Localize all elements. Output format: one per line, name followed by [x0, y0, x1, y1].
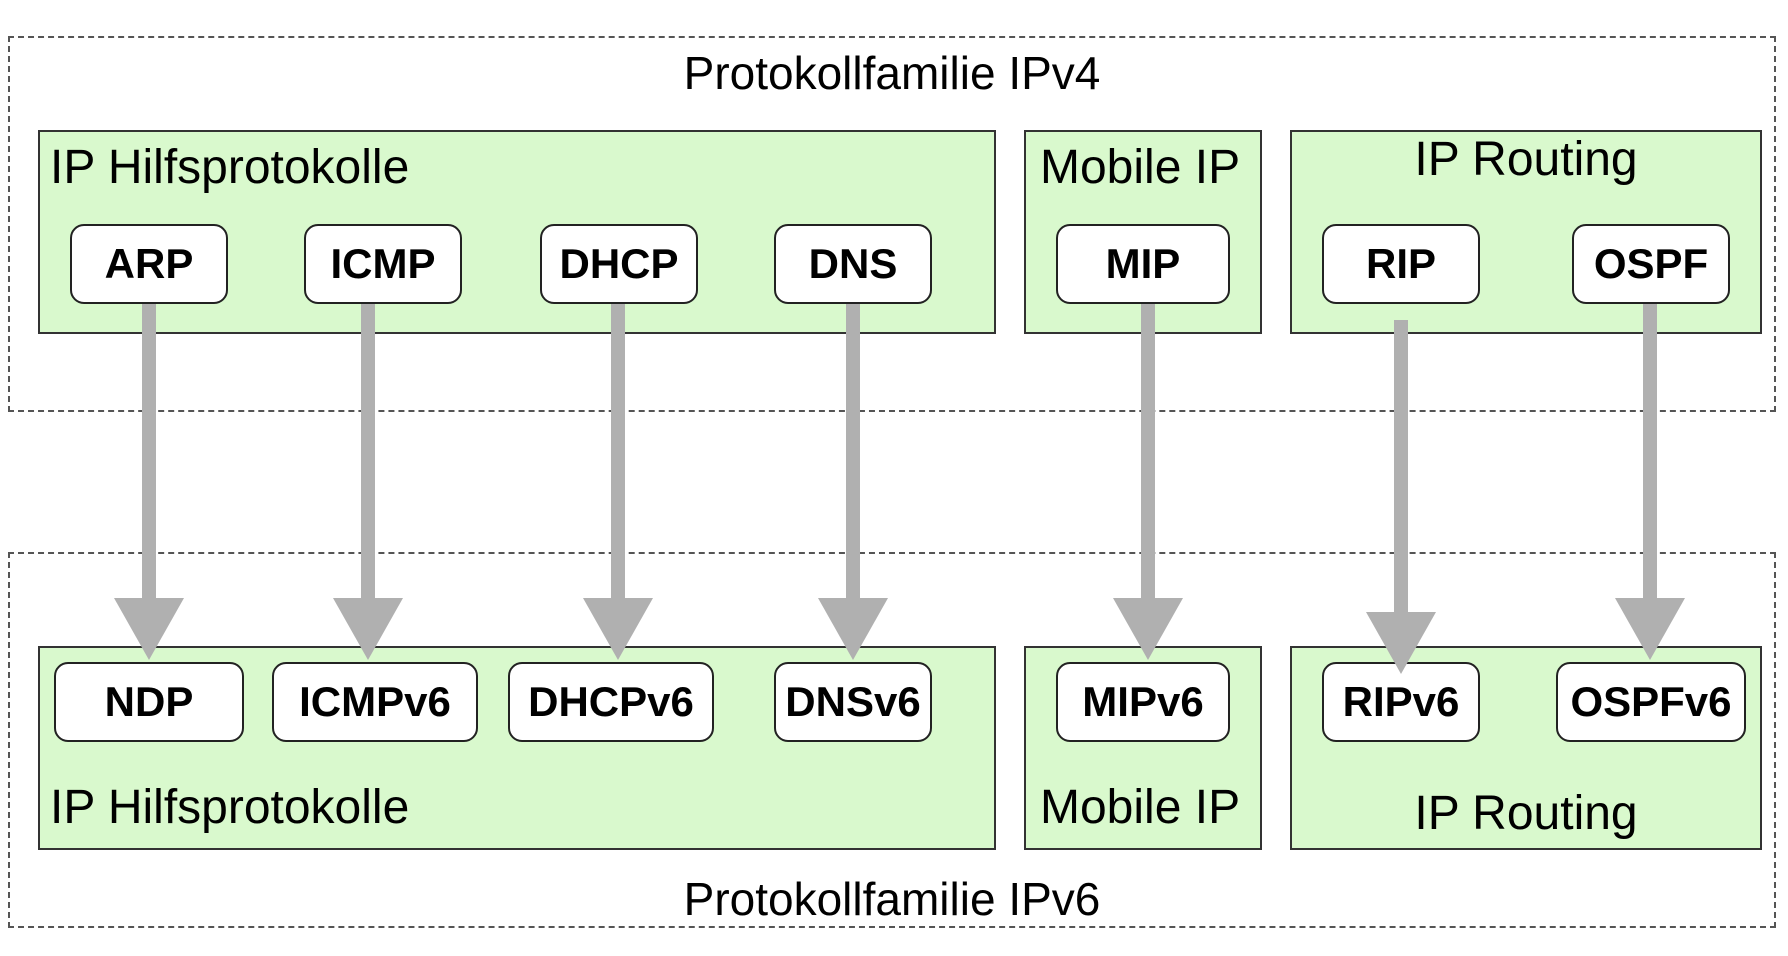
- ipv6-helper-group-title: IP Hilfsprotokolle: [50, 781, 410, 834]
- protocol-dns: DNS: [774, 224, 932, 304]
- protocol-mip: MIP: [1056, 224, 1230, 304]
- ipv6-family-container: Protokollfamilie IPv6: [8, 552, 1776, 928]
- protocol-ospfv6: OSPFv6: [1556, 662, 1746, 742]
- protocol-dhcpv6: DHCPv6: [508, 662, 714, 742]
- protocol-rip: RIP: [1322, 224, 1480, 304]
- protocol-ripv6: RIPv6: [1322, 662, 1480, 742]
- ipv6-mobile-group-title: Mobile IP: [1040, 781, 1241, 834]
- ipv6-family-title: Protokollfamilie IPv6: [683, 873, 1101, 925]
- protocol-icmpv6: ICMPv6: [272, 662, 478, 742]
- protocol-ndp: NDP: [54, 662, 244, 742]
- protocol-icmp: ICMP: [304, 224, 462, 304]
- protocol-ospf: OSPF: [1572, 224, 1730, 304]
- protocol-dnsv6: DNSv6: [774, 662, 932, 742]
- ipv6-routing-group-title: IP Routing: [1414, 787, 1638, 840]
- ipv4-family-container: Protokollfamilie IPv4: [8, 36, 1776, 412]
- ipv4-routing-group-title: IP Routing: [1414, 133, 1638, 186]
- ipv4-mobile-group-title: Mobile IP: [1040, 141, 1241, 194]
- ipv4-family-title: Protokollfamilie IPv4: [683, 47, 1101, 99]
- protocol-arp: ARP: [70, 224, 228, 304]
- protocol-mipv6: MIPv6: [1056, 662, 1230, 742]
- protocol-dhcp: DHCP: [540, 224, 698, 304]
- ipv4-helper-group-title: IP Hilfsprotokolle: [50, 141, 410, 194]
